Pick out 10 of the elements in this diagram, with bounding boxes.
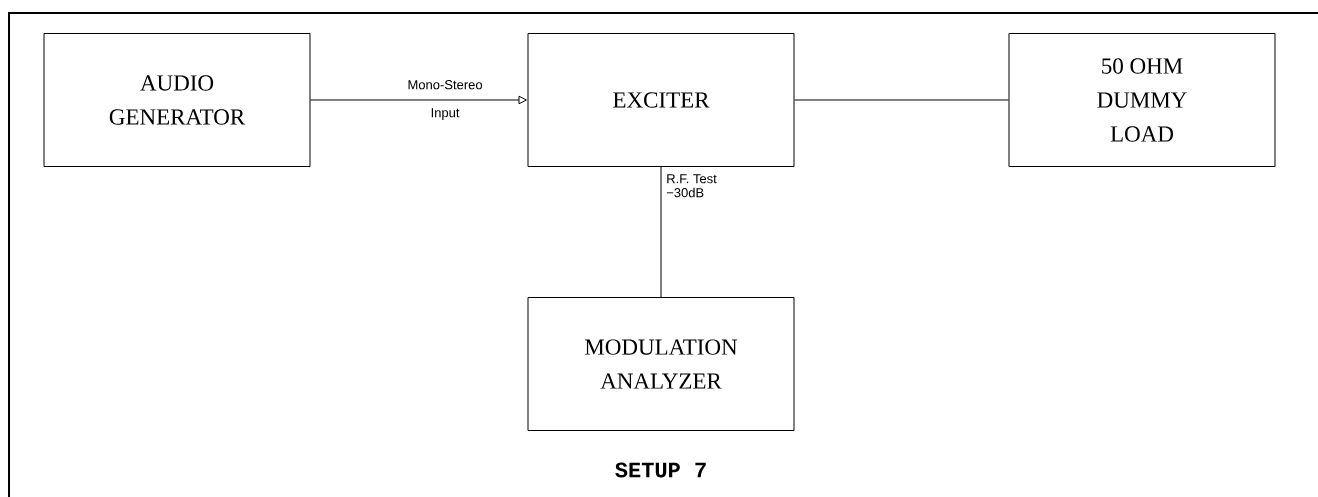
edge-label: Mono-Stereo Input: [408, 80, 483, 120]
title: SETUP 7: [615, 462, 706, 478]
block-box: EXCITER: [527, 33, 795, 167]
block-box: MODULATION ANALYZER: [527, 297, 795, 431]
connector-line: [794, 99, 1009, 101]
block-box: AUDIO GENERATOR: [43, 33, 311, 167]
block-box: 50 OHM DUMMY LOAD: [1008, 33, 1276, 167]
connector-line: [310, 95, 527, 105]
edge-label: R.F. Test −30dB: [666, 174, 717, 198]
connector-line: [660, 166, 662, 298]
